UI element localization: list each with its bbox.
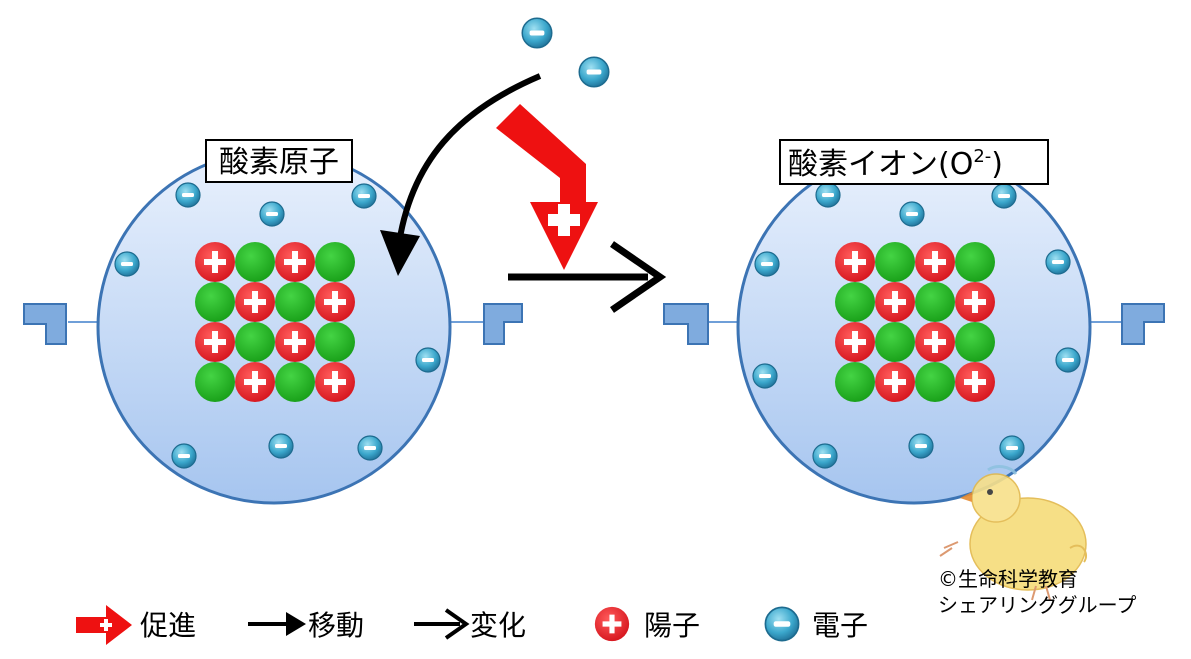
- electron: [1045, 249, 1071, 275]
- proton: [315, 282, 355, 322]
- electron: [351, 183, 377, 209]
- legend-move: 移動: [248, 609, 364, 642]
- electron: [991, 183, 1017, 209]
- promote-arrow: [496, 104, 598, 270]
- electron: [1055, 347, 1081, 373]
- move-arrow-icon: [286, 612, 306, 636]
- electron: [268, 433, 294, 459]
- electron: [171, 443, 197, 469]
- legend-promote-label: 促進: [140, 609, 196, 642]
- legend-proton-label: 陽子: [644, 609, 700, 642]
- electron: [114, 251, 140, 277]
- legend-change-label: 変化: [470, 609, 526, 642]
- neutron: [235, 322, 275, 362]
- electron: [752, 363, 778, 389]
- proton: [195, 242, 235, 282]
- left-connector-block: [23, 303, 67, 345]
- oxygen-atom: 酸素原子: [23, 139, 523, 505]
- electron: [999, 435, 1025, 461]
- legend-electron-label: 電子: [812, 609, 868, 642]
- left-connector-block: [663, 303, 709, 345]
- electron: [908, 433, 934, 459]
- proton: [235, 282, 275, 322]
- proton: [835, 242, 875, 282]
- free-electron: [578, 56, 610, 88]
- right-connector-block: [483, 303, 523, 345]
- change-arrow-icon: [444, 608, 470, 640]
- proton: [955, 282, 995, 322]
- electron: [754, 251, 780, 277]
- move-arrow: [380, 73, 542, 276]
- oxygen-ion: 酸素イオン(O2-): [663, 139, 1165, 505]
- proton: [875, 282, 915, 322]
- neutron: [315, 322, 355, 362]
- neutron: [835, 282, 875, 322]
- proton: [315, 362, 355, 402]
- proton: [275, 322, 315, 362]
- right-connector-block: [1121, 303, 1165, 345]
- electron: [815, 182, 841, 208]
- proton: [915, 322, 955, 362]
- neutron: [195, 282, 235, 322]
- neutron: [835, 362, 875, 402]
- neutron: [875, 242, 915, 282]
- electron: [259, 201, 285, 227]
- proton: [955, 362, 995, 402]
- legend-proton: 陽子: [594, 606, 700, 642]
- legend-electron: 電子: [764, 606, 868, 642]
- neutron: [235, 242, 275, 282]
- electron: [812, 443, 838, 469]
- proton: [875, 362, 915, 402]
- neutron: [195, 362, 235, 402]
- electron: [357, 435, 383, 461]
- neutron: [275, 362, 315, 402]
- neutron: [955, 242, 995, 282]
- proton: [195, 322, 235, 362]
- chick-illustration: [939, 465, 1088, 601]
- legend: 促進 移動 変化 陽子 電子: [76, 605, 868, 645]
- proton: [235, 362, 275, 402]
- neutron: [275, 282, 315, 322]
- legend-move-label: 移動: [308, 609, 364, 642]
- electron-icon: [764, 606, 800, 642]
- neutron: [955, 322, 995, 362]
- neutron: [915, 362, 955, 402]
- legend-change: 変化: [414, 608, 526, 642]
- credit-line-1: ©生命科学教育: [938, 567, 1078, 591]
- free-electron: [521, 17, 553, 49]
- legend-promote: 促進: [76, 605, 196, 645]
- proton: [835, 322, 875, 362]
- change-arrow: [508, 241, 667, 313]
- neutron: [315, 242, 355, 282]
- neutron: [875, 322, 915, 362]
- electron: [899, 201, 925, 227]
- electron: [415, 347, 441, 373]
- neutron: [915, 282, 955, 322]
- credit-line-2: シェアリンググループ: [938, 593, 1136, 617]
- proton: [915, 242, 955, 282]
- atom-label: 酸素原子: [219, 145, 339, 180]
- ion-label: 酸素イオン(O2-): [788, 146, 1003, 182]
- electron: [175, 182, 201, 208]
- atom-label-box: [205, 139, 353, 183]
- ion-label-box: [779, 139, 1049, 185]
- proton: [275, 242, 315, 282]
- proton-icon: [594, 606, 630, 642]
